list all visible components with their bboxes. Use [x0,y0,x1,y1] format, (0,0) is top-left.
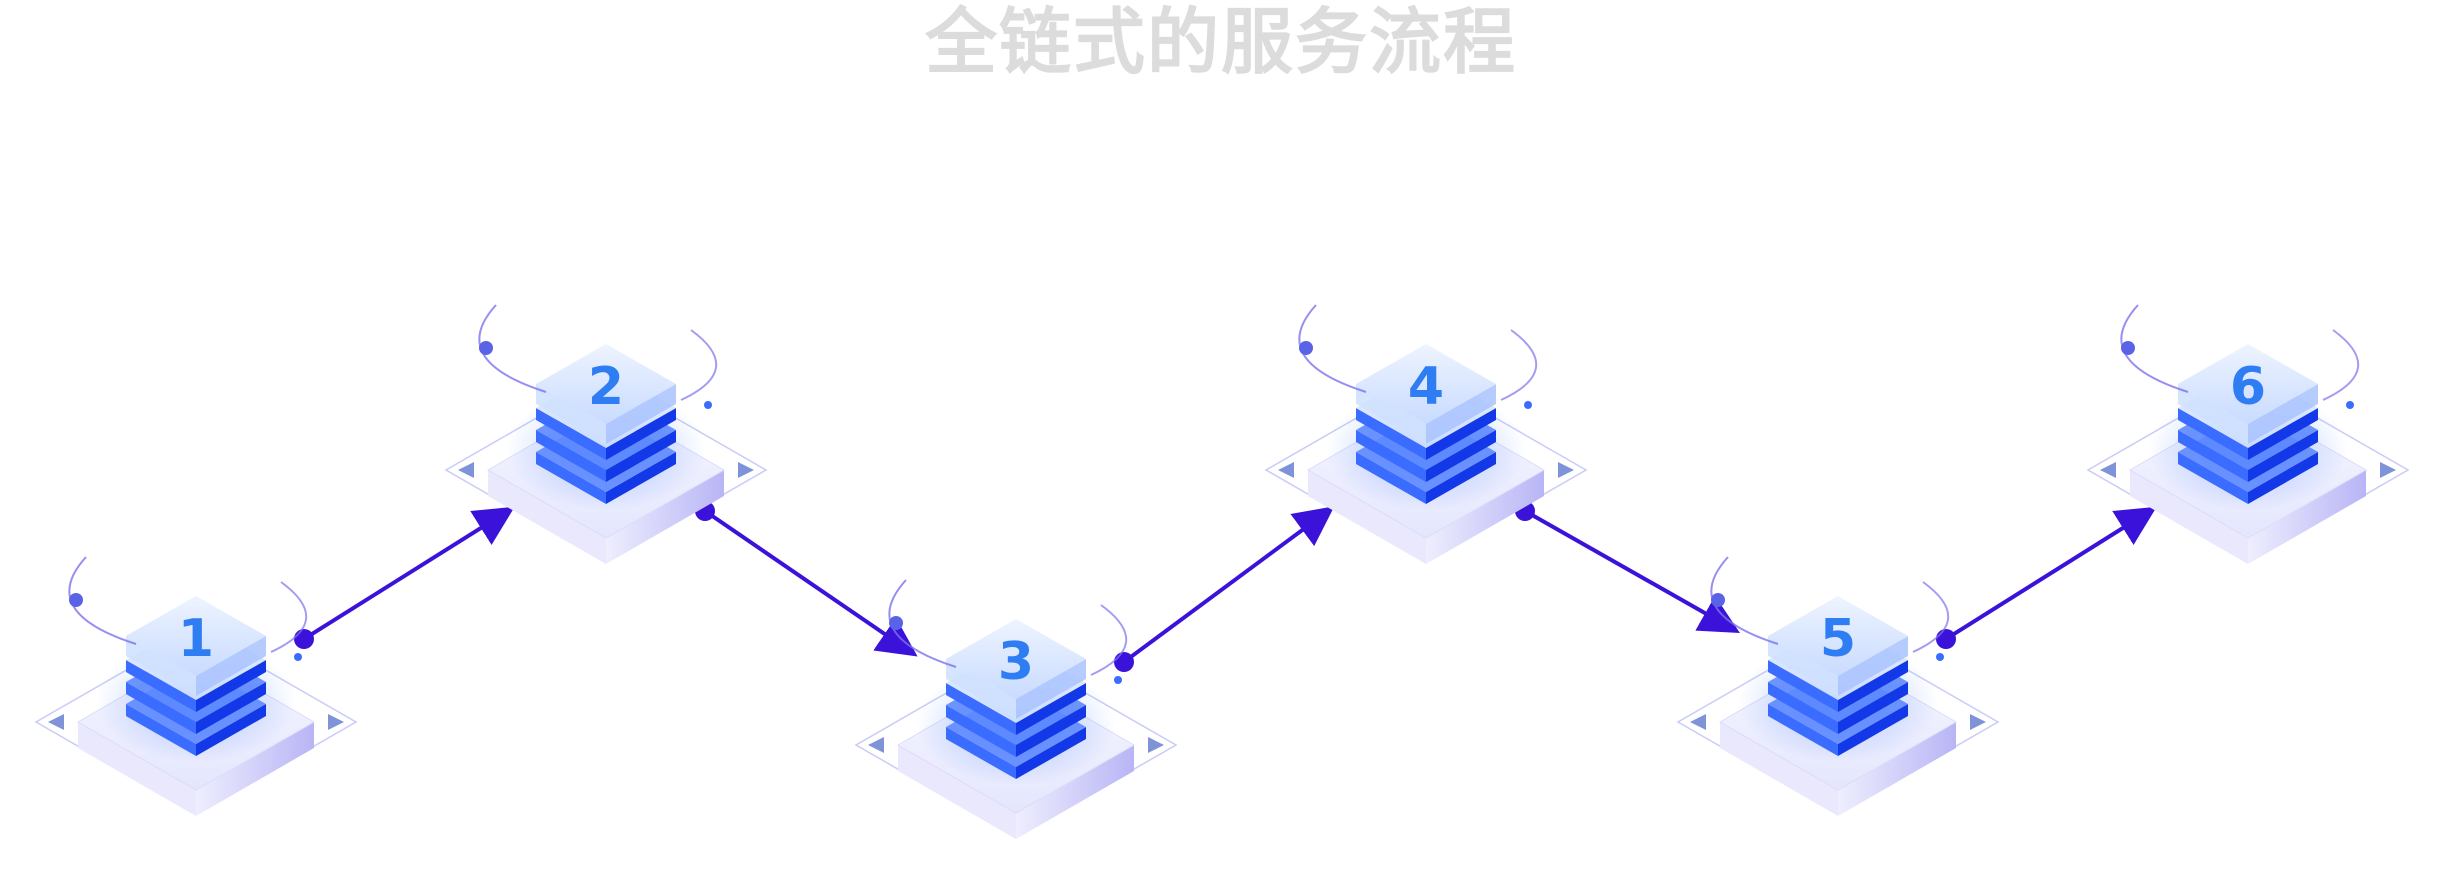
cap-top [946,619,1086,699]
cap-side-right [2248,384,2318,444]
step-number-label: 3 [998,632,1034,692]
step-1: 1 [34,556,358,816]
triangle-right-icon [1970,714,1986,730]
orbit-dot-icon [1299,341,1313,355]
cap-top [1768,596,1908,676]
orbit-arc-right [680,329,718,401]
cap-side-left [126,636,196,696]
triangle-left-icon [1690,714,1706,730]
platform-side-right [1016,745,1134,839]
triangle-right-icon [1148,737,1164,753]
orbit-dot-small-icon [1936,653,1944,661]
triangle-left-icon [1278,462,1294,478]
step-number-label: 1 [178,609,214,669]
connectors [294,501,2157,672]
orbit-dot-icon [889,616,903,630]
cap-side-right [1426,384,1496,444]
platform-side-left [1720,722,1838,816]
step-number-label: 4 [1408,357,1444,417]
cap-top [536,344,676,424]
orbit-arc-right [1912,581,1950,653]
cap-side-left [946,659,1016,719]
steps: 1 2 3 4 5 6 [34,304,2410,839]
step-3: 3 [854,579,1178,839]
cap-side-right [606,384,676,444]
cap-side-right [1016,659,1086,719]
cap-side-left [1768,636,1838,696]
triangle-left-icon [868,737,884,753]
orbit-arc-right [1500,329,1538,401]
cap-side-right [196,636,266,696]
connector-line [1122,506,1335,664]
cap-top [2178,344,2318,424]
triangle-left-icon [458,462,474,478]
step-5: 5 [1676,556,2000,816]
cap-top [126,596,266,676]
orbit-dot-small-icon [294,653,302,661]
connector-line [1944,506,2157,641]
cap-side-right [1838,636,1908,696]
triangle-right-icon [328,714,344,730]
orbit-dot-icon [69,593,83,607]
orbit-dot-icon [2121,341,2135,355]
connector-arrow [1515,501,1740,633]
page-title: 全链式的服务流程 [924,0,1517,84]
connector-arrow [294,506,515,649]
platform-side-right [606,470,724,564]
orbit-arc-right [270,581,308,653]
step-6: 6 [2086,304,2410,564]
connector-line [302,506,515,641]
triangle-right-icon [738,462,754,478]
triangle-right-icon [1558,462,1574,478]
connector-arrow [1114,506,1335,672]
cap-side-left [1356,384,1426,444]
step-number-label: 2 [588,357,624,417]
platform-side-left [1308,470,1426,564]
orbit-dot-icon [479,341,493,355]
orbit-arc-right [2322,329,2360,401]
orbit-dot-small-icon [2346,401,2354,409]
platform-side-right [1838,722,1956,816]
orbit-dot-small-icon [1524,401,1532,409]
platform-side-left [488,470,606,564]
orbit-dot-small-icon [704,401,712,409]
orbit-dot-small-icon [1114,676,1122,684]
connector-line [1524,509,1740,633]
step-4: 4 [1264,304,1588,564]
connector-arrow [1936,506,2157,649]
orbit-arc-right [1090,604,1128,676]
cap-side-left [2178,384,2248,444]
connector-line [703,509,918,657]
platform-side-left [2130,470,2248,564]
step-number-label: 5 [1820,609,1856,669]
platform-side-right [1426,470,1544,564]
triangle-left-icon [48,714,64,730]
platform-side-right [196,722,314,816]
orbit-dot-icon [1711,593,1725,607]
triangle-left-icon [2100,462,2116,478]
cap-top [1356,344,1496,424]
triangle-right-icon [2380,462,2396,478]
step-number-label: 6 [2230,357,2266,417]
connector-arrow [695,501,918,657]
step-2: 2 [444,304,768,564]
cap-side-left [536,384,606,444]
platform-side-right [2248,470,2366,564]
platform-side-left [78,722,196,816]
platform-side-left [898,745,1016,839]
